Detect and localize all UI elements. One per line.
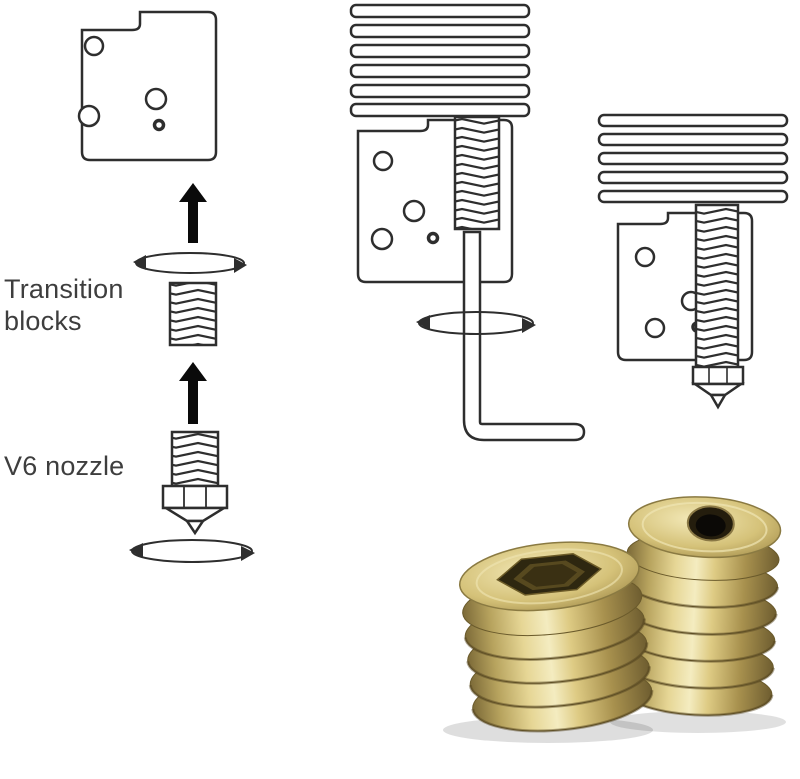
v6-nozzle-label: V6 nozzle: [4, 451, 125, 481]
heater-block-diagram: [77, 10, 218, 162]
brass-inserts-photo: [443, 496, 786, 743]
rotation-arrow-icon: [416, 311, 536, 335]
transition-blocks-label: Transition blocks: [4, 274, 124, 336]
up-arrow-icon: [179, 362, 207, 424]
v6-nozzle-drawing: [690, 365, 746, 410]
brass-insert-photo-right: [618, 496, 782, 717]
transition-block-drawing: [453, 115, 501, 231]
hex-wrench-drawing: [462, 230, 586, 442]
heatsink-drawing: [597, 113, 789, 204]
heatsink-drawing: [349, 3, 531, 118]
brass-insert-photo-left: [458, 541, 654, 733]
v6-nozzle-drawing: [161, 430, 229, 536]
rotation-arrow-icon: [133, 252, 247, 274]
assembly-step-install: [349, 3, 586, 442]
rotation-arrow-icon: [129, 539, 255, 563]
transition-block-drawing: [168, 281, 218, 347]
up-arrow-icon: [179, 183, 207, 243]
transition-block-drawing: [694, 203, 740, 371]
assembly-step-finished: [597, 113, 789, 410]
